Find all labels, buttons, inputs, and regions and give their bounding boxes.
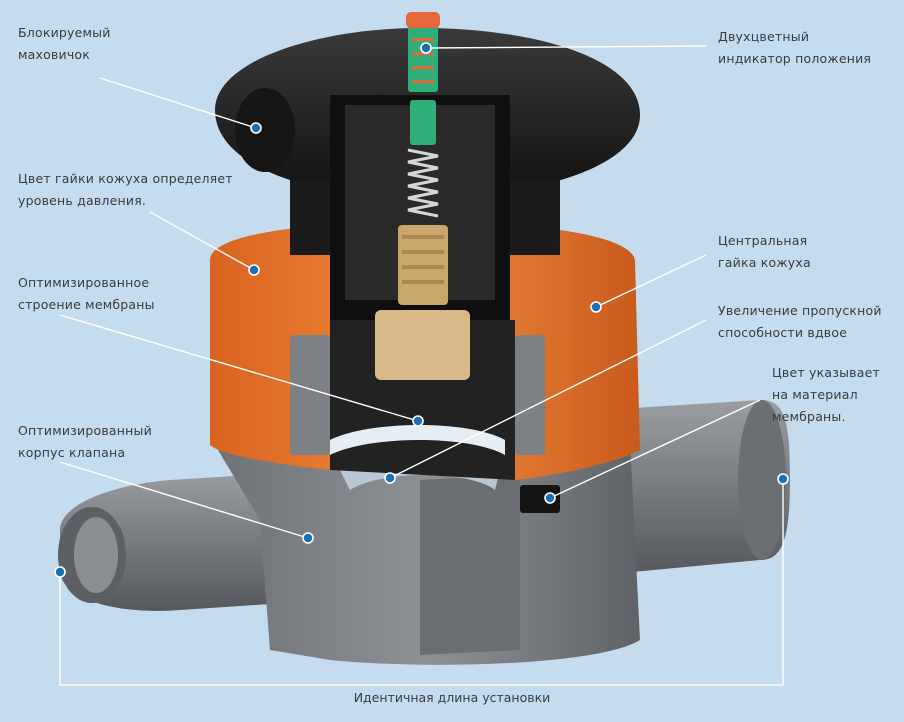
right-pipe-end xyxy=(738,400,786,560)
membrane xyxy=(330,425,505,455)
spindle-assembly xyxy=(330,12,505,455)
label-valve-body: Оптимизированный корпус клапана xyxy=(18,423,152,460)
label-install-length: Идентичная длина установки xyxy=(353,690,551,705)
label-central-nut: Центральная гайка кожуха xyxy=(718,233,811,270)
dot-indicator xyxy=(420,42,432,54)
membrane-color-marker xyxy=(520,485,560,513)
leader-lines xyxy=(59,45,784,686)
label-membrane-structure: Оптимизированное строение мембраны xyxy=(18,275,155,312)
dot-membrane-color xyxy=(544,492,556,504)
dot-right-pipe xyxy=(777,473,789,485)
spring xyxy=(407,148,439,218)
label-membrane-color: Цвет указывает на материал мембраны. xyxy=(772,365,880,424)
label-flow-capacity: Увеличение пропускной способности вдвое xyxy=(718,303,882,340)
label-handwheel: Блокируемый маховичок xyxy=(18,25,111,62)
compressor xyxy=(375,310,470,380)
dot-valve-body xyxy=(302,532,314,544)
nut-threads xyxy=(290,335,545,455)
indicator-cap xyxy=(406,12,440,28)
label-nut-color: Цвет гайки кожуха определяет уровень дав… xyxy=(18,171,233,208)
dot-membrane-structure xyxy=(412,415,424,427)
label-indicator: Двухцветный индикатор положения xyxy=(718,29,872,66)
dot-flow xyxy=(384,472,396,484)
dot-nut-color xyxy=(248,264,260,276)
dot-central-nut xyxy=(590,301,602,313)
dot-handwheel xyxy=(250,122,262,134)
callout-dots xyxy=(54,42,789,578)
dot-left-pipe xyxy=(54,566,66,578)
